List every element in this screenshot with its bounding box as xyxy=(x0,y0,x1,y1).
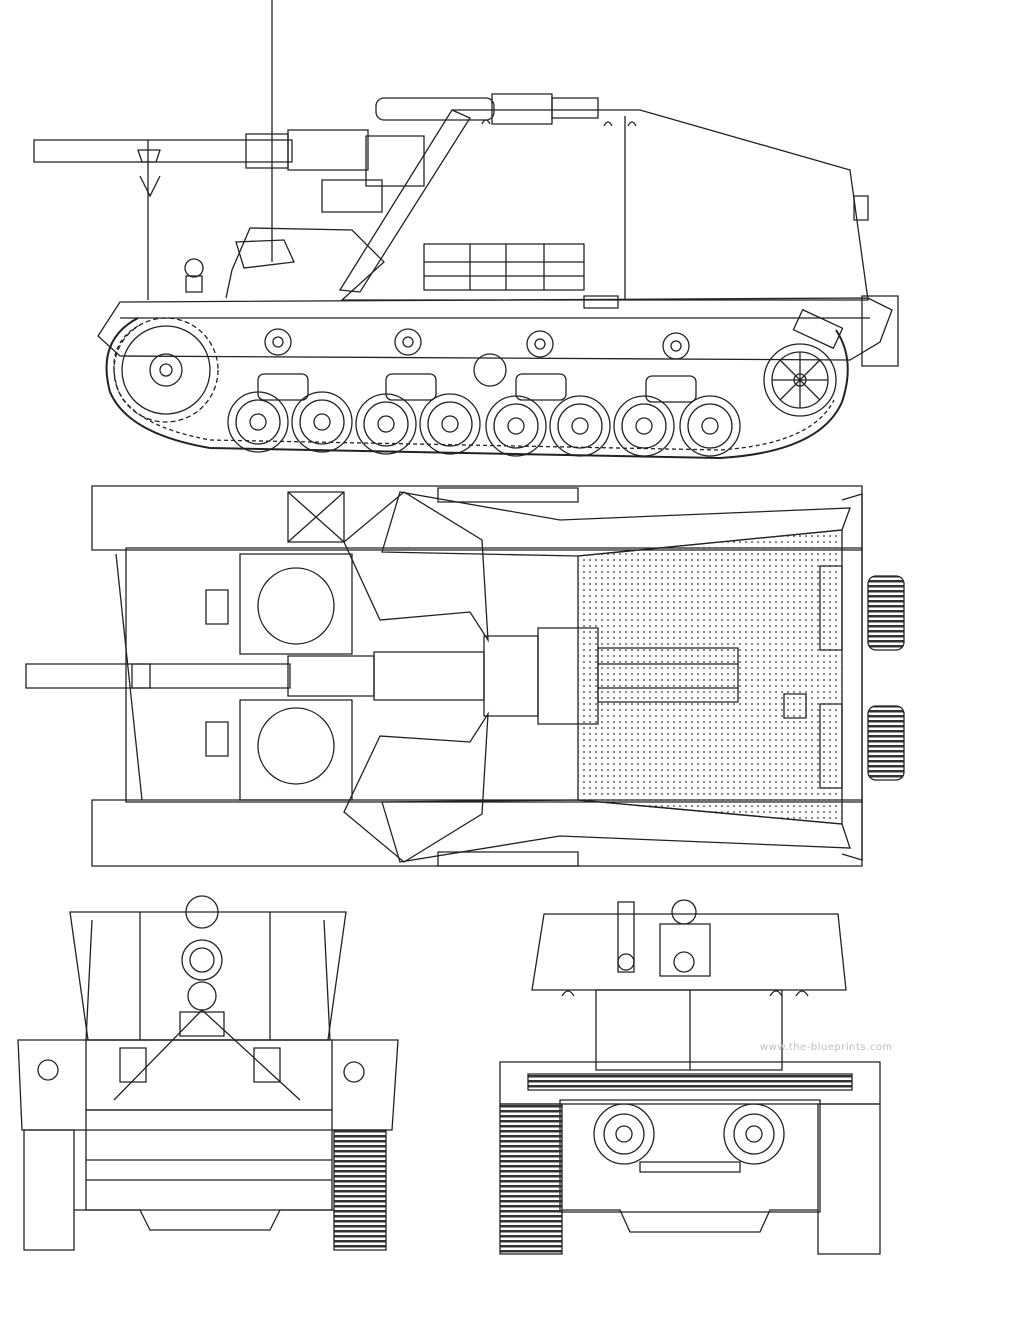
side-drive-sprocket xyxy=(114,318,218,422)
side-view xyxy=(34,0,898,458)
top-gun-barrel xyxy=(26,628,738,724)
front-hull xyxy=(18,1040,398,1130)
watermark-text: www.the-blueprints.com xyxy=(760,1042,893,1053)
side-gun-barrel xyxy=(34,130,424,300)
rear-superstructure xyxy=(532,914,846,990)
side-track xyxy=(107,318,848,458)
rear-view xyxy=(500,900,880,1254)
top-engine-deck xyxy=(578,530,842,824)
side-hull xyxy=(98,298,892,360)
front-gun-muzzle xyxy=(182,940,222,980)
rear-idler-wheels xyxy=(594,1104,784,1164)
front-view xyxy=(18,896,398,1250)
side-bogies xyxy=(258,374,696,402)
front-superstructure xyxy=(70,912,346,1040)
side-return-rollers xyxy=(265,329,689,386)
top-view xyxy=(26,486,904,866)
side-idler-wheel xyxy=(764,344,836,416)
side-road-wheels xyxy=(228,392,740,456)
top-mufflers xyxy=(820,566,904,788)
